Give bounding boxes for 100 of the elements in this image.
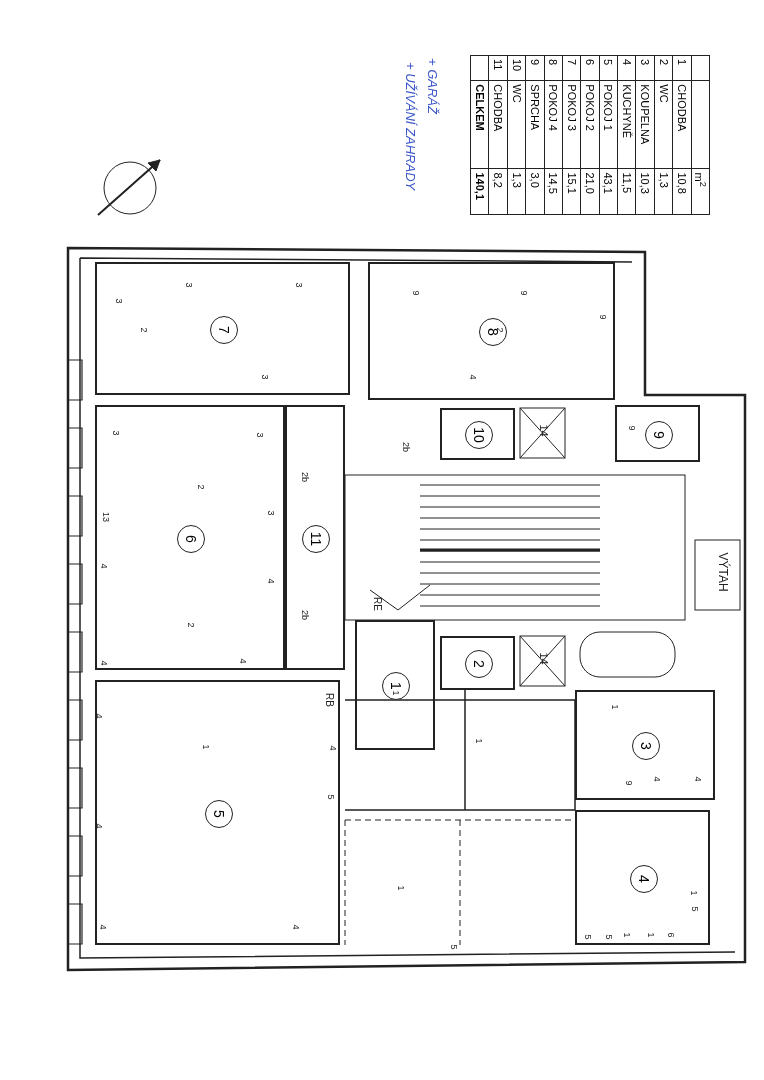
area-cell: 15,1 — [562, 169, 581, 215]
circuit-number: 1 — [395, 885, 406, 891]
circuit-number: 4 — [237, 658, 248, 664]
meter-label: RE — [370, 597, 383, 611]
handwritten-note: + UŽÍVÁNÍ ZAHRADY — [403, 62, 418, 191]
room-number-cell: 7 — [562, 55, 581, 81]
area-cell: 11,5 — [617, 169, 636, 215]
circuit-number: 4 — [692, 776, 703, 782]
room-number: 6 — [177, 524, 205, 553]
circuit-number: 9 — [623, 780, 634, 786]
room-number-cell: 4 — [617, 55, 636, 81]
room-name-cell: CHODBA — [672, 80, 692, 169]
room-outline — [440, 636, 515, 690]
room-number: 5 — [204, 799, 233, 828]
circuit-number: 3 — [293, 282, 304, 288]
room-number-cell: 9 — [525, 55, 545, 81]
circuit-number: 3 — [113, 298, 124, 304]
circuit-number: 3 — [265, 510, 276, 516]
area-cell: 10,3 — [636, 169, 655, 215]
circuit-number: 2 — [195, 484, 206, 490]
circuit-number: 4 — [327, 745, 338, 751]
room-outline — [440, 408, 515, 460]
circuit-number: 5 — [689, 906, 700, 912]
area-cell: 43,1 — [599, 169, 618, 215]
circuit-number: 9 — [626, 425, 637, 431]
circuit-number: 2b — [300, 610, 310, 620]
circuit-number: 1 — [200, 744, 211, 750]
circuit-number: 1 — [621, 932, 632, 938]
circuit-number: 5 — [325, 794, 336, 800]
area-cell: 3,0 — [525, 169, 545, 215]
circuit-number: 3 — [254, 432, 265, 438]
total-area: 140,1 — [470, 169, 489, 215]
room-number-cell: 10 — [507, 55, 526, 81]
circuit-number: 1 — [473, 738, 484, 744]
room-number: 4 — [629, 864, 658, 893]
shaft-number: 14 — [536, 424, 550, 437]
circuit-number: 4 — [290, 924, 301, 930]
room-number-cell: 8 — [544, 55, 563, 81]
room-outline — [285, 405, 345, 670]
area-cell: 21,0 — [580, 169, 600, 215]
room-number-cell: 2 — [654, 55, 673, 81]
circuit-number: 6 — [665, 932, 676, 938]
room-outline — [368, 262, 615, 400]
room-name-cell: CHODBA — [489, 80, 508, 169]
area-cell: 1,3 — [507, 169, 526, 215]
circuit-number: 3 — [259, 374, 270, 380]
room-number-cell: 1 — [672, 55, 692, 81]
circuit-number: 4 — [265, 578, 276, 584]
shaft-number: 14 — [536, 652, 550, 665]
circuit-number: 1 — [609, 704, 620, 710]
room-name-cell: POKOJ 2 — [580, 80, 600, 169]
room-name-cell: POKOJ 3 — [562, 80, 581, 169]
circuit-number: 3 — [110, 430, 121, 436]
handwritten-note: + GARÁŽ — [425, 58, 440, 114]
lift-label: VÝTAH — [715, 552, 730, 592]
circuit-number: 4 — [651, 776, 662, 782]
circuit-number: 2 — [138, 327, 149, 333]
circuit-number: 4 — [97, 924, 108, 930]
area-cell: 10,8 — [672, 169, 692, 215]
room-number: 11 — [302, 524, 330, 553]
room-name-cell: KUCHYNĚ — [617, 80, 636, 169]
room-number: 2 — [464, 650, 493, 678]
room-name-cell: KOUPELNA — [636, 80, 655, 169]
room-number: 7 — [209, 315, 238, 344]
room-number-cell: 11 — [489, 55, 508, 81]
total-label: CELKEM — [470, 80, 489, 169]
circuit-number: 2b — [401, 442, 411, 452]
room-name-cell: POKOJ 4 — [544, 80, 563, 169]
circuit-number: 13 — [101, 512, 111, 522]
circuit-number: 5 — [448, 944, 459, 950]
circuit-number: 1 — [645, 932, 656, 938]
circuit-number: 1 — [390, 690, 401, 696]
room-outline — [95, 262, 350, 395]
room-number-cell: 3 — [636, 55, 655, 81]
room-outline — [575, 690, 715, 800]
circuit-number: 4 — [467, 374, 478, 380]
circuit-number: 9 — [410, 290, 421, 296]
room-outline — [575, 810, 710, 945]
room-name-cell: POKOJ 1 — [599, 80, 618, 169]
circuit-number: 2 — [185, 622, 196, 628]
room-name-cell: SPRCHA — [525, 80, 545, 169]
circuit-number: 9 — [518, 290, 529, 296]
circuit-number: 3 — [183, 282, 194, 288]
circuit-number: 5 — [603, 934, 614, 940]
circuit-number: 2b — [300, 472, 310, 482]
room-number: 9 — [644, 420, 673, 449]
room-number: 3 — [632, 732, 660, 760]
circuit-number: 9 — [597, 314, 608, 320]
area-cell: 8,2 — [489, 169, 508, 215]
room-number-cell: 5 — [599, 55, 618, 81]
circuit-number: 1 — [688, 890, 699, 896]
room-outline — [95, 405, 285, 670]
meter-label: RB — [322, 693, 335, 707]
room-number: 10 — [464, 421, 493, 449]
room-number-cell: 6 — [580, 55, 600, 81]
room-outline — [615, 405, 700, 462]
room-outline — [95, 680, 340, 945]
room-name-cell: WC — [507, 80, 526, 169]
room-outline — [355, 620, 435, 750]
circuit-number: 4 — [98, 660, 109, 666]
